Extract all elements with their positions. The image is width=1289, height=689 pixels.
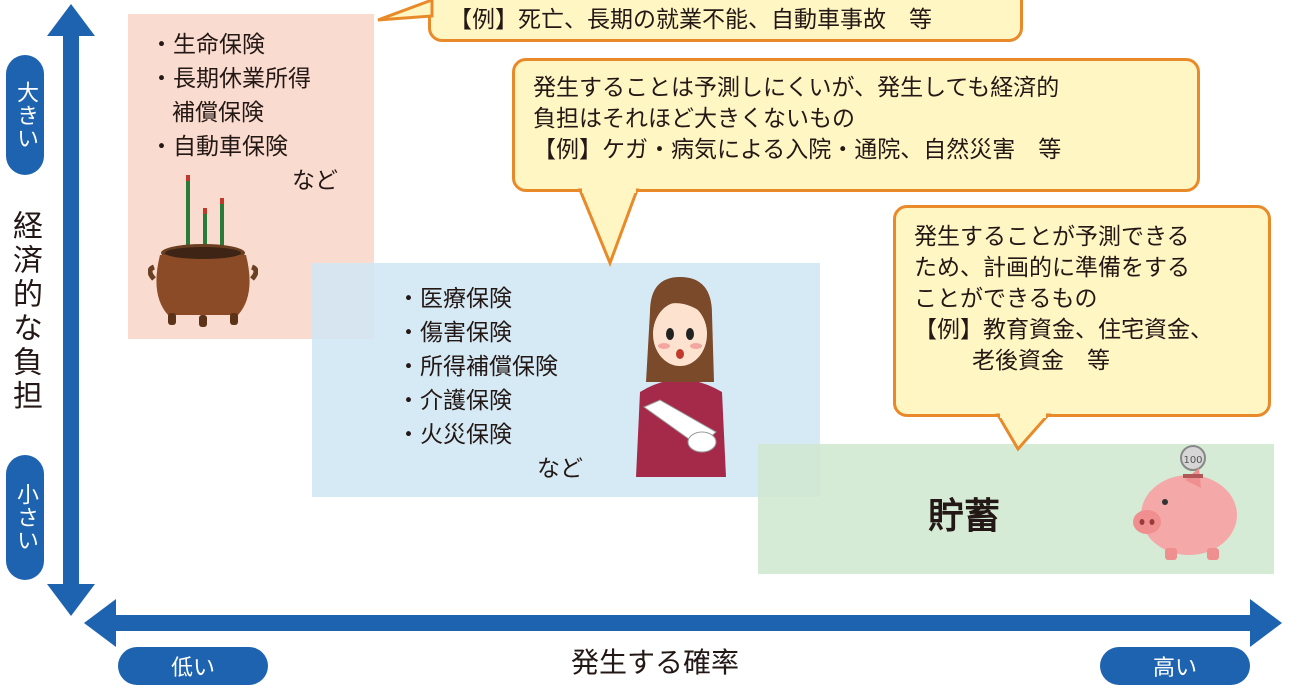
bubble-line: ため、計画的に準備をする [914, 255, 1190, 281]
svg-text:100: 100 [1183, 455, 1202, 466]
list-item: ・介護保険 [397, 388, 512, 414]
x-axis-arrow-right [1250, 599, 1282, 647]
bubble-line: 発生することは予測しにくいが、発生しても経済的 [533, 75, 1060, 101]
bubble-line: 【例】死亡、長期の就業不能、自動車事故 等 [449, 7, 932, 33]
bubble-line: 【例】ケガ・病気による入院・通院、自然災害 等 [533, 137, 1062, 163]
y-axis-high-pill: 大きい [6, 55, 44, 175]
list-item: ・所得補償保険 [397, 354, 558, 380]
x-axis-high-pill: 高い [1100, 647, 1250, 685]
callout-bubble-right: 発生することが予測できる ため、計画的に準備をする ことができるもの 【例】教育… [893, 205, 1271, 417]
bubble-line: 【例】教育資金、住宅資金、 [914, 317, 1213, 343]
list-item: など [292, 168, 338, 194]
bubble-line: ことができるもの [914, 286, 1098, 312]
x-axis-label: 発生する確率 [570, 646, 739, 679]
x-axis-line [110, 615, 1260, 631]
y-axis-arrow-down [47, 584, 95, 616]
y-axis-low-pill: 小さい [6, 455, 44, 580]
x-axis-low-pill: 低い [118, 647, 268, 685]
y-axis-label: 経済的な負担 [7, 210, 42, 414]
list-item: ・自動車保険 [150, 134, 288, 160]
bubble-tail-right [995, 413, 1052, 452]
injured-person-icon [636, 277, 726, 477]
callout-bubble-middle: 発生することは予測しにくいが、発生しても経済的 負担はそれほど大きくないもの 【… [512, 58, 1200, 192]
piggy-bank-icon: 100 [1133, 445, 1237, 560]
bubble-tail-top [377, 0, 434, 22]
y-axis-line [63, 30, 79, 590]
incense-burner-icon [148, 175, 258, 327]
bubble-line: 負担はそれほど大きくないもの [533, 106, 855, 132]
list-item: ・傷害保険 [397, 320, 512, 346]
list-item: ・長期休業所得 [150, 66, 311, 92]
savings-label: 貯蓄 [928, 496, 1001, 537]
y-axis-arrow-up [47, 4, 95, 36]
list-item: ・火災保険 [397, 422, 512, 448]
zone-medium [312, 263, 820, 497]
list-item: ・医療保険 [397, 286, 512, 312]
list-item: など [537, 456, 583, 482]
list-item: ・生命保険 [150, 32, 265, 58]
callout-bubble-top: 【例】死亡、長期の就業不能、自動車事故 等 [428, 0, 1023, 42]
list-item: 補償保険 [172, 100, 264, 126]
bubble-line: 発生することが予測できる [914, 224, 1190, 250]
bubble-tail-middle [577, 188, 640, 268]
x-axis-arrow-left [84, 599, 116, 647]
bubble-line: 老後資金 等 [972, 348, 1110, 374]
